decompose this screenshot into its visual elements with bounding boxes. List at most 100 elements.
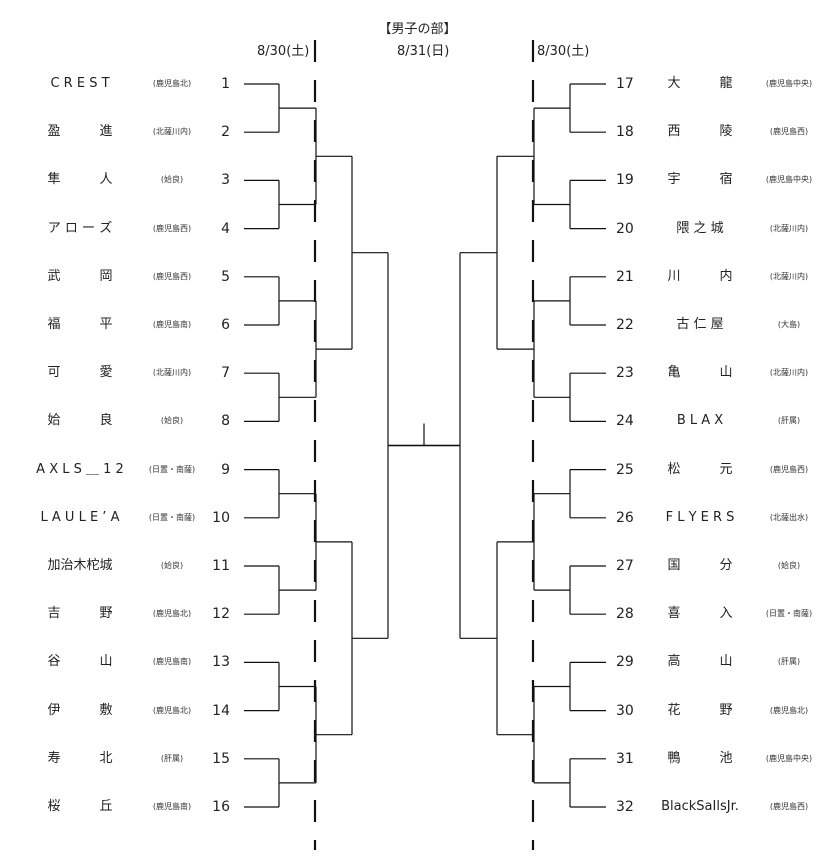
team-name: B L A X: [676, 413, 724, 429]
team-name: BlackSaIlsJr.: [661, 799, 739, 814]
team-name: 福 平: [47, 317, 113, 332]
team-seed: 30: [616, 702, 634, 719]
team-name: 盈 進: [47, 124, 113, 140]
team-seed: 7: [221, 365, 230, 382]
right-team-row: 西 陵 (鹿児島西) 18: [0, 122, 835, 142]
team-region: (鹿児島北): [152, 609, 192, 619]
right-team-row: BlackSaIlsJr.(鹿児島西)32: [0, 797, 835, 817]
division-title: 【男子の部】: [378, 22, 457, 37]
right-team-row: 大 龍 (鹿児島中央) 17: [0, 74, 835, 94]
team-name: 宇 宿: [667, 172, 733, 188]
team-region: (日置・南薩): [765, 609, 813, 619]
left-team-row: 谷 山(鹿児島南)13: [0, 652, 835, 672]
team-name: ア ロ ー ズ: [47, 220, 113, 236]
team-seed: 10: [212, 509, 230, 526]
team-seed: 15: [212, 750, 230, 767]
team-name: 亀 山: [667, 365, 733, 381]
team-region: (鹿児島北): [769, 705, 809, 715]
left-team-row: 伊 敷(鹿児島北)14: [0, 701, 835, 721]
left-team-row: L A U L E ’ A (日置・南薩) 10: [0, 508, 835, 528]
team-seed: 29: [616, 654, 634, 671]
team-name: 隼 人: [47, 172, 113, 188]
team-seed: 13: [212, 654, 230, 671]
team-region: (鹿児島中央): [765, 79, 813, 88]
team-region: (北薩川内): [769, 223, 809, 233]
team-name: 武 岡: [47, 268, 113, 284]
right-team-row: 高 山(肝属)29: [0, 652, 835, 672]
team-region: (鹿児島南): [152, 802, 192, 811]
right-team-row: 亀 山 (北薩川内) 23: [0, 363, 835, 383]
team-region: (鹿児島中央): [765, 753, 813, 763]
team-seed: 25: [616, 461, 634, 478]
team-region: (北薩川内): [152, 368, 192, 378]
team-seed: 32: [616, 799, 634, 815]
right-team-row: F L Y E R S(北薩出水)26: [0, 508, 835, 528]
team-seed: 21: [616, 268, 634, 285]
team-region: (鹿児島北): [152, 79, 192, 88]
team-name: 喜 入: [667, 606, 733, 622]
date-left: 8/30(土): [257, 44, 310, 59]
team-region: (姶良): [160, 561, 184, 570]
team-region: (鹿児島南): [152, 320, 192, 329]
team-seed: 3: [221, 172, 230, 189]
team-region: (日置・南薩): [148, 512, 196, 522]
team-region: (鹿児島西): [152, 223, 192, 233]
left-team-row: 可 愛 (北薩川内) 7: [0, 363, 835, 383]
team-region: (鹿児島中央): [765, 175, 813, 185]
right-team-row: 隈 之 城 (北薩川内) 20: [0, 219, 835, 239]
team-name: 姶 良: [47, 413, 113, 429]
right-team-row: 喜 入 (日置・南薩) 28: [0, 604, 835, 624]
team-region: (姶良): [160, 175, 184, 185]
team-seed: 31: [616, 750, 634, 767]
team-region: (北薩川内): [152, 127, 192, 137]
right-team-row: 川 内(北薩川内)21: [0, 267, 835, 287]
team-name: F L Y E R S: [665, 509, 735, 525]
team-seed: 12: [212, 606, 230, 623]
right-team-row: 花 野 (鹿児島北) 30: [0, 701, 835, 721]
team-seed: 11: [212, 558, 230, 574]
team-name: 大 龍: [667, 76, 733, 91]
team-seed: 28: [616, 606, 634, 623]
team-name: 西 陵: [667, 124, 733, 140]
team-name: C R E S T: [50, 76, 110, 91]
left-team-row: 加治木柁城 (姶良) 11: [0, 556, 835, 576]
team-name: 花 野: [667, 702, 733, 718]
left-team-row: ア ロ ー ズ(鹿児島西)4: [0, 219, 835, 239]
left-team-row: 寿 北(肝属)15: [0, 749, 835, 769]
date-right: 8/30(土): [537, 44, 590, 59]
team-name: 隈 之 城: [676, 220, 724, 236]
team-seed: 17: [616, 76, 634, 92]
team-region: (北薩川内): [769, 271, 809, 281]
team-name: 可 愛: [47, 365, 113, 381]
team-seed: 2: [221, 124, 230, 141]
left-team-row: 隼 人 (姶良) 3: [0, 170, 835, 190]
team-name: 吉 野: [47, 606, 113, 622]
team-region: (鹿児島西): [152, 271, 192, 281]
team-seed: 5: [221, 268, 230, 285]
date-center: 8/31(日): [397, 44, 450, 59]
team-region: (北薩川内): [769, 368, 809, 378]
team-region: (姶良): [160, 416, 184, 426]
team-region: (鹿児島北): [152, 705, 192, 715]
left-team-row: 武 岡 (鹿児島西) 5: [0, 267, 835, 287]
team-name: 加治木柁城: [47, 558, 113, 573]
team-region: (肝属): [777, 657, 801, 667]
team-name: 古 仁 屋: [676, 317, 724, 332]
team-seed: 18: [616, 124, 634, 141]
team-seed: 23: [616, 365, 634, 382]
left-team-row: 桜 丘(鹿児島南)16: [0, 797, 835, 817]
team-name: A X L S ＿ 1 2: [36, 461, 124, 477]
team-name: 谷 山: [47, 654, 113, 670]
team-seed: 27: [616, 558, 634, 574]
team-region: (鹿児島西): [769, 127, 809, 137]
team-name: L A U L E ’ A: [40, 509, 120, 525]
team-seed: 22: [616, 317, 634, 333]
right-team-row: 古 仁 屋(大島)22: [0, 315, 835, 335]
left-team-row: 盈 進 (北薩川内) 2: [0, 122, 835, 142]
left-team-row: 姶 良(姶良)8: [0, 411, 835, 431]
team-seed: 20: [616, 220, 634, 237]
team-region: (日置・南薩): [148, 464, 196, 474]
team-seed: 1: [221, 76, 230, 92]
left-team-row: 吉 野 (鹿児島北) 12: [0, 604, 835, 624]
